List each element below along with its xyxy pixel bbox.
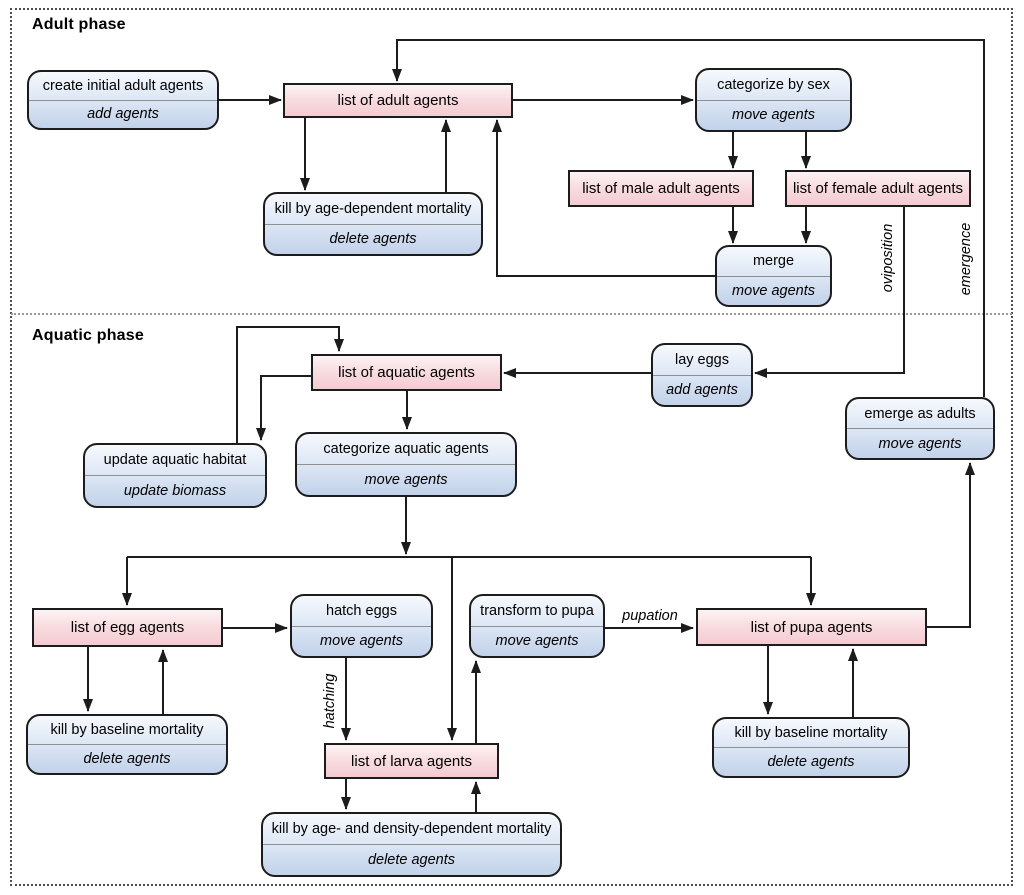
process-title: categorize aquatic agents xyxy=(297,434,515,465)
process-lay-eggs: lay eggs add agents xyxy=(651,343,753,407)
process-subtitle: add agents xyxy=(666,382,738,399)
process-kill-age-density-mortality-larva: kill by age- and density-dependent morta… xyxy=(261,812,562,877)
process-title: kill by baseline mortality xyxy=(714,719,908,748)
process-subtitle: delete agents xyxy=(83,751,171,767)
process-categorize-aquatic-agents: categorize aquatic agents move agents xyxy=(295,432,517,497)
process-title: kill by baseline mortality xyxy=(28,716,226,745)
process-title: lay eggs xyxy=(653,345,751,376)
process-title: emerge as adults xyxy=(847,399,993,429)
process-title: kill by age- and density-dependent morta… xyxy=(263,814,560,845)
list-aquatic-agents: list of aquatic agents xyxy=(311,354,502,391)
process-merge: merge move agents xyxy=(715,245,832,307)
process-create-initial-adult-agents: create initial adult agents add agents xyxy=(27,70,219,130)
process-categorize-by-sex: categorize by sex move agents xyxy=(695,68,852,132)
process-kill-baseline-mortality-pupa: kill by baseline mortality delete agents xyxy=(712,717,910,778)
process-subtitle: move agents xyxy=(495,633,579,650)
process-title: create initial adult agents xyxy=(29,72,217,101)
list-label: list of egg agents xyxy=(70,619,185,636)
list-label: list of larva agents xyxy=(351,752,472,770)
process-title: categorize by sex xyxy=(697,70,850,101)
edge-label-emergence: emergence xyxy=(958,222,974,296)
edge-label-pupation: pupation xyxy=(622,608,678,624)
list-label: list of pupa agents xyxy=(750,618,873,636)
process-subtitle: update biomass xyxy=(123,483,227,499)
list-female-adult-agents: list of female adult agents xyxy=(785,170,971,207)
list-label: list of adult agents xyxy=(337,92,459,109)
list-male-adult-agents: list of male adult agents xyxy=(568,170,754,207)
process-title: transform to pupa xyxy=(471,596,603,627)
list-label: list of female adult agents xyxy=(792,180,964,197)
process-kill-age-dependent-mortality: kill by age-dependent mortality delete a… xyxy=(263,192,483,256)
list-label: list of male adult agents xyxy=(582,180,740,197)
edge-label-oviposition: oviposition xyxy=(880,223,896,293)
process-emerge-as-adults: emerge as adults move agents xyxy=(845,397,995,460)
process-subtitle: delete agents xyxy=(329,231,417,248)
process-title: merge xyxy=(717,247,830,277)
diagram-frame xyxy=(10,8,1013,886)
list-larva-agents: list of larva agents xyxy=(324,743,499,779)
process-subtitle: move agents xyxy=(878,435,962,452)
list-pupa-agents: list of pupa agents xyxy=(696,608,927,646)
process-subtitle: move agents xyxy=(364,472,448,488)
process-subtitle: move agents xyxy=(731,282,816,299)
adult-phase-label: Adult phase xyxy=(32,16,126,33)
process-subtitle: delete agents xyxy=(767,754,855,770)
process-transform-to-pupa: transform to pupa move agents xyxy=(469,594,605,658)
aquatic-phase-label: Aquatic phase xyxy=(32,327,144,344)
list-egg-agents: list of egg agents xyxy=(32,608,223,647)
edge-label-hatching: hatching xyxy=(322,673,338,729)
process-subtitle: move agents xyxy=(731,107,816,124)
process-title: kill by age-dependent mortality xyxy=(265,194,481,225)
process-title: update aquatic habitat xyxy=(85,445,265,476)
process-title: hatch eggs xyxy=(292,596,431,627)
list-adult-agents: list of adult agents xyxy=(283,83,513,118)
phase-divider-line xyxy=(11,313,1012,315)
process-kill-baseline-mortality-egg: kill by baseline mortality delete agents xyxy=(26,714,228,775)
process-subtitle: move agents xyxy=(319,633,404,650)
process-update-aquatic-habitat: update aquatic habitat update biomass xyxy=(83,443,267,508)
process-hatch-eggs: hatch eggs move agents xyxy=(290,594,433,658)
process-subtitle: delete agents xyxy=(367,852,456,868)
process-subtitle: add agents xyxy=(87,106,159,123)
list-label: list of aquatic agents xyxy=(338,364,475,381)
